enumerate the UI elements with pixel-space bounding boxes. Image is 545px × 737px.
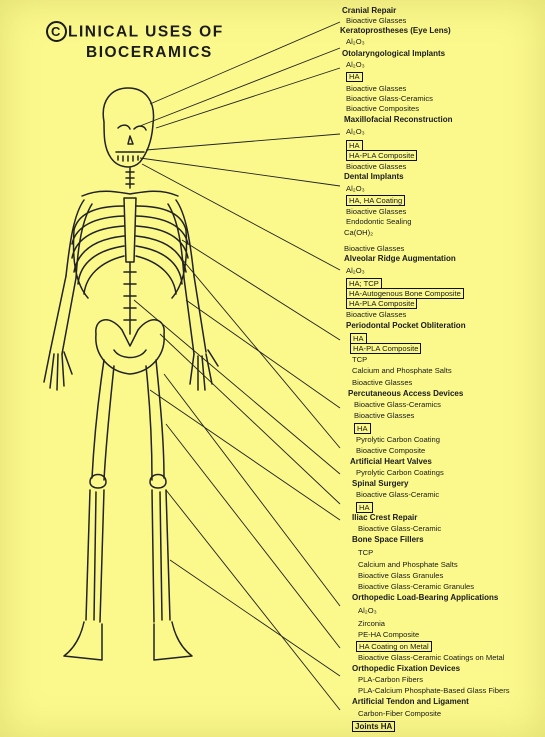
app-dental-title: Dental Implants [344, 172, 404, 181]
material: Bioactive Glasses [346, 162, 406, 171]
app-tendon-title: Artificial Tendon and Ligament [352, 697, 469, 706]
material: Bioactive Glass-Ceramic [356, 490, 439, 499]
material: Al₂O₃ [346, 184, 365, 193]
app-percut-title: Percutaneous Access Devices [348, 389, 463, 398]
app-heart-title: Artificial Heart Valves [350, 457, 432, 466]
material-boxed: HA-PLA Composite [350, 343, 421, 354]
material: Zirconia [358, 619, 385, 628]
material: PE-HA Composite [358, 630, 419, 639]
material-boxed: HA, HA Coating [346, 195, 405, 206]
material: Bioactive Glasses [354, 411, 414, 420]
material: Al₂O₃ [346, 127, 365, 136]
material: Ca(OH)₂ [344, 228, 373, 237]
material: Bioactive Composites [346, 104, 419, 113]
app-orthofix-title: Orthopedic Fixation Devices [352, 664, 460, 673]
app-cranial-title: Cranial Repair [342, 6, 396, 15]
material: Bioactive Glass-Ceramic [358, 524, 441, 533]
material: PLA-Carbon Fibers [358, 675, 423, 684]
app-alveolar-title: Alveolar Ridge Augmentation [344, 254, 456, 263]
app-maxillo-title: Maxillofacial Reconstruction [344, 115, 452, 124]
material: Bioactive Glass-Ceramic Granules [358, 582, 474, 591]
app-ortholb-title: Orthopedic Load-Bearing Applications [352, 593, 498, 602]
material: TCP [358, 548, 373, 557]
material: PLA-Calcium Phosphate-Based Glass Fibers [358, 686, 510, 695]
app-perio-title: Periodontal Pocket Obliteration [346, 321, 466, 330]
material: Bioactive Glasses [346, 16, 406, 25]
material: Bioactive Glasses [346, 207, 406, 216]
app-bonespace-title: Bone Space Fillers [352, 535, 424, 544]
material-boxed: HA [356, 502, 373, 513]
material-boxed: HA-PLA Composite [346, 298, 417, 309]
material: Bioactive Composite [356, 446, 425, 455]
material: Calcium and Phosphate Salts [358, 560, 458, 569]
material: Al₂O₃ [346, 266, 365, 275]
material: Bioactive Glasses [352, 378, 412, 387]
material: Al₂O₃ [346, 60, 365, 69]
material: Al₂O₃ [358, 606, 377, 615]
app-iliac-title: Iliac Crest Repair [352, 513, 417, 522]
material: Calcium and Phosphate Salts [352, 366, 452, 375]
material: Bioactive Glasses [344, 244, 404, 253]
material: Carbon-Fiber Composite [358, 709, 441, 718]
material: Bioactive Glasses [346, 84, 406, 93]
app-spinal-title: Spinal Surgery [352, 479, 408, 488]
material: Al₂O₃ [346, 37, 365, 46]
material-boxed: HA Coating on Metal [356, 641, 432, 652]
material: Pyrolytic Carbon Coatings [356, 468, 444, 477]
app-kerato-title: Keratoprostheses (Eye Lens) [340, 26, 451, 35]
material-boxed: HA [354, 423, 371, 434]
material: Endodontic Sealing [346, 217, 411, 226]
material-boxed: HA-PLA Composite [346, 150, 417, 161]
app-joints-title: Joints HA [352, 721, 395, 732]
material-boxed: HA [346, 72, 363, 82]
app-oto-title: Otolaryngological Implants [342, 49, 445, 58]
material: Pyrolytic Carbon Coating [356, 435, 440, 444]
material: Bioactive Glass-Ceramic Coatings on Meta… [358, 653, 504, 662]
material: TCP [352, 355, 367, 364]
material: Bioactive Glass-Ceramics [354, 400, 441, 409]
material: Bioactive Glass-Ceramics [346, 94, 433, 103]
material: Bioactive Glass Granules [358, 571, 443, 580]
material: Bioactive Glasses [346, 310, 406, 319]
